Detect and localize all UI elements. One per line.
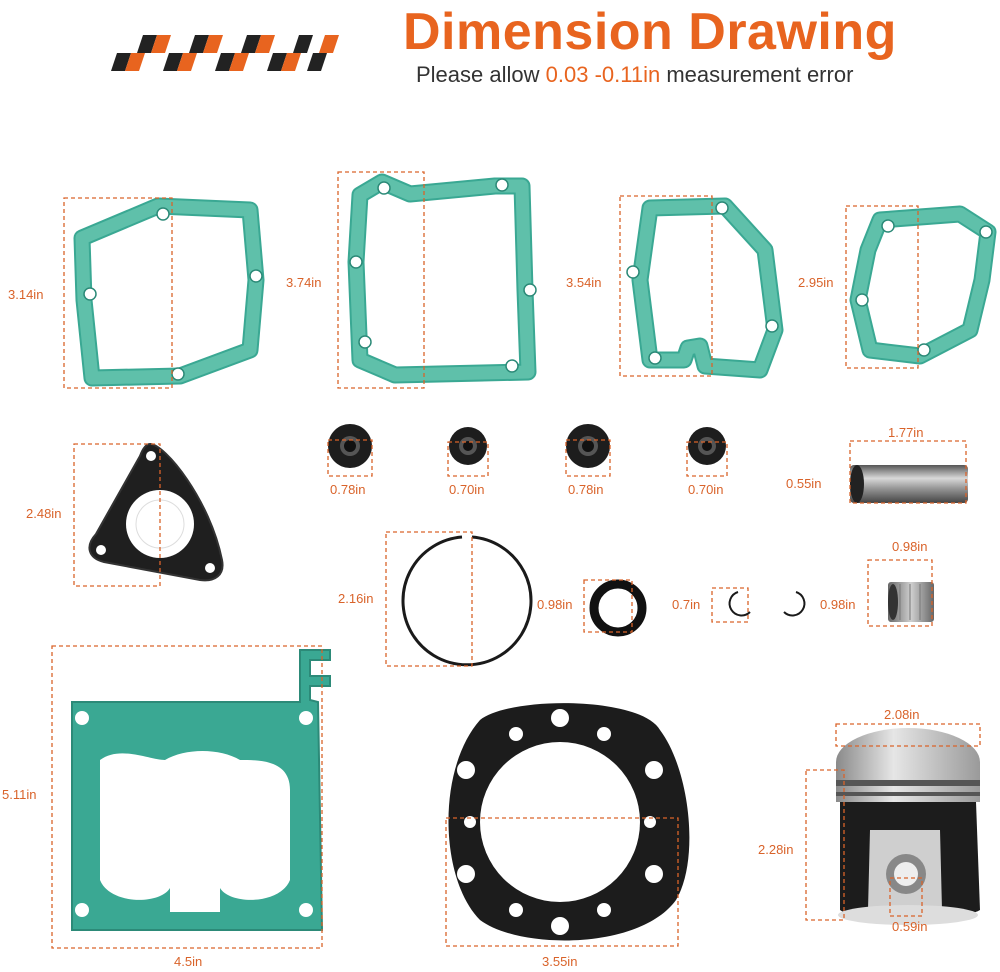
gasket-2-image (347, 173, 537, 384)
piston-pin-hole-dim-box (889, 877, 923, 917)
bearing-height-label: 0.98in (820, 597, 856, 612)
piston-pin-image (850, 465, 968, 503)
triangle-gasket-height-label: 2.48in (26, 506, 62, 521)
gasket-4-height-label: 2.95in (798, 275, 834, 290)
gasket-4-image (849, 205, 997, 365)
page-title: Dimension Drawing (403, 3, 897, 61)
seal-3-dim-box (565, 439, 611, 477)
subtitle-pre: Please allow (416, 62, 546, 87)
piston-ring-image (401, 535, 533, 667)
checkered-flag-logo (111, 35, 339, 71)
seal-1-label: 0.78in (330, 482, 366, 497)
gasket-1-image (73, 197, 265, 387)
piston-image (836, 728, 980, 925)
triangle-gasket-dim-box (73, 443, 161, 587)
piston-height-dim-box (805, 769, 845, 921)
seal-2-label: 0.70in (449, 482, 485, 497)
needle-bearing-image (888, 582, 934, 622)
oring-size-label: 0.98in (537, 597, 573, 612)
circlip-dim-box (711, 587, 749, 623)
seal-2-image (449, 427, 487, 465)
oring-dim-box (583, 579, 633, 633)
gasket-4-dim-box (845, 205, 919, 369)
gasket-3-dim-box (619, 195, 713, 377)
gasket-1-dim-box (63, 197, 173, 389)
subtitle-post: measurement error (660, 62, 854, 87)
gasket-3-height-label: 3.54in (566, 275, 602, 290)
seal-4-dim-box (686, 441, 728, 477)
head-gasket-image (448, 703, 690, 941)
circlip-image (728, 591, 806, 617)
subtitle-accent: 0.03 -0.11in (545, 62, 661, 87)
bearing-width-label: 0.98in (892, 539, 928, 554)
oring-image (589, 579, 647, 637)
piston-width-label: 2.08in (884, 707, 920, 722)
piston-pin-hole-label: 0.59in (892, 919, 928, 934)
page-subtitle: Please allow 0.03 -0.11in measurement er… (416, 62, 853, 88)
head-gasket-width-label: 3.55in (542, 954, 578, 969)
seal-4-image (688, 427, 726, 465)
piston-ring-dim-box (385, 531, 473, 667)
seal-1-dim-box (327, 439, 373, 477)
pin-length-label: 1.77in (888, 425, 924, 440)
base-gasket-image (71, 649, 331, 931)
gasket-3-image (626, 197, 784, 379)
piston-pin-dim-box (849, 440, 967, 504)
gasket-2-height-label: 3.74in (286, 275, 322, 290)
seal-3-label: 0.78in (568, 482, 604, 497)
ring-height-label: 2.16in (338, 591, 374, 606)
seal-4-label: 0.70in (688, 482, 724, 497)
piston-width-dim-box (835, 723, 981, 747)
seal-3-image (566, 424, 610, 468)
seal-2-dim-box (447, 441, 489, 477)
clip-size-label: 0.7in (672, 597, 701, 612)
base-gasket-height-label: 5.11in (2, 787, 37, 802)
pin-diameter-label: 0.55in (786, 476, 822, 491)
gasket-1-height-label: 3.14in (8, 287, 44, 302)
base-gasket-width-label: 4.5in (174, 954, 203, 969)
base-gasket-dim-box (51, 645, 323, 949)
piston-height-label: 2.28in (758, 842, 794, 857)
needle-bearing-dim-box (867, 559, 933, 627)
gasket-2-dim-box (337, 171, 425, 389)
head-gasket-dim-box (445, 817, 679, 947)
seal-1-image (328, 424, 372, 468)
triangle-gasket-image (88, 442, 224, 582)
